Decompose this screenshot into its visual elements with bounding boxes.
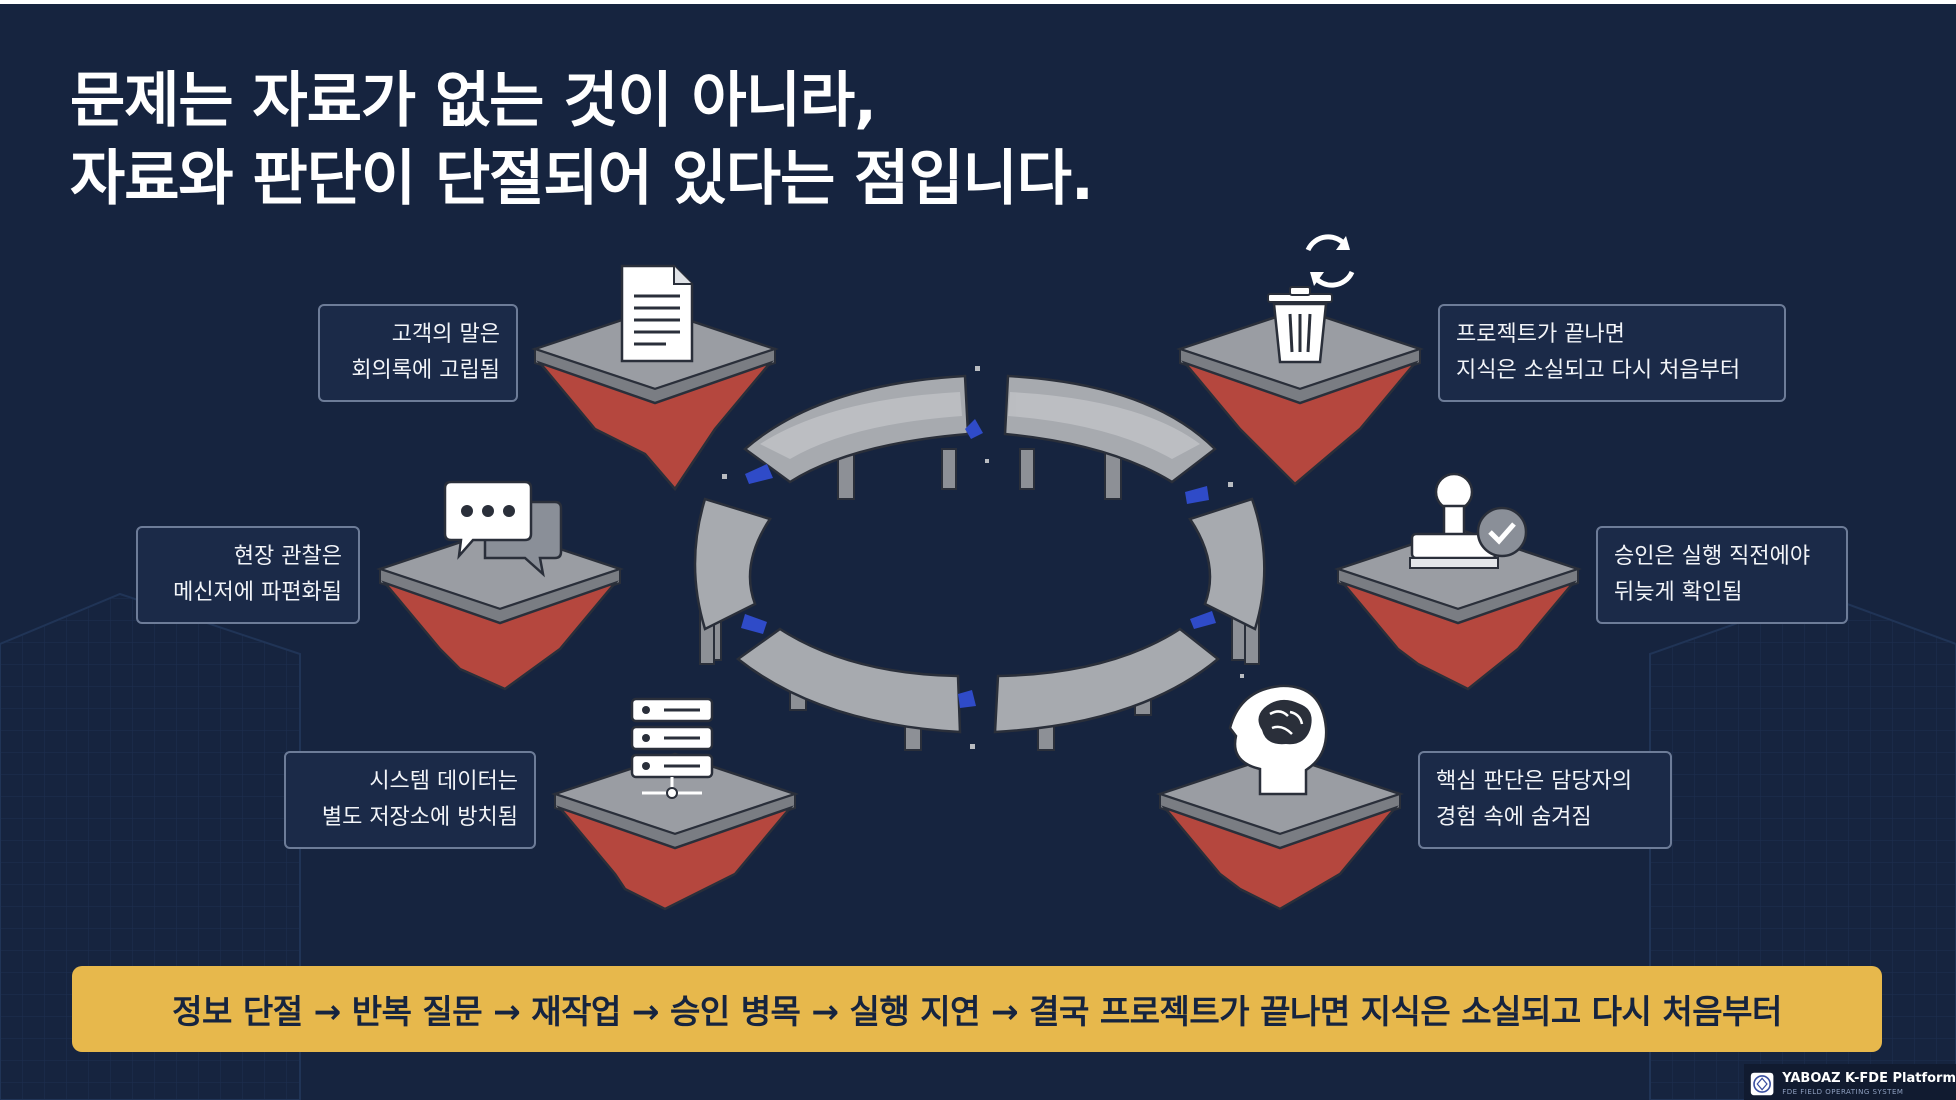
label-line-1: 승인은 실행 직전에야	[1614, 544, 1811, 569]
chat-bubble-icon	[443, 480, 563, 578]
label-line-1: 현장 관찰은	[233, 544, 342, 569]
label-line-2: 회의록에 고립됨	[351, 358, 500, 383]
title-line-2: 자료와 판단이 단절되어 있다는 점입니다.	[70, 144, 1094, 214]
label-project-end: 프로젝트가 끝나면 지식은 소실되고 다시 처음부터	[1438, 304, 1786, 402]
label-field-observation: 현장 관찰은 메신저에 파편화됨	[136, 526, 360, 624]
platform-badge: YABOAZ K-FDE Platform FDE FIELD OPERATIN…	[1744, 1064, 1956, 1100]
title-line-1: 문제는 자료가 없는 것이 아니라,	[70, 66, 877, 136]
label-line-2: 경험 속에 숨겨짐	[1436, 805, 1592, 830]
label-line-1: 프로젝트가 끝나면	[1456, 322, 1625, 347]
head-brain-icon	[1228, 684, 1328, 796]
platform-6	[1156, 752, 1404, 911]
page-title: 문제는 자료가 없는 것이 아니라, 자료와 판단이 단절되어 있다는 점입니다…	[70, 62, 1094, 218]
label-line-1: 핵심 판단은 담당자의	[1436, 769, 1633, 794]
label-line-2: 지식은 소실되고 다시 처음부터	[1456, 358, 1741, 383]
summary-banner: 정보 단절 → 반복 질문 → 재작업 → 승인 병목 → 실행 지연 → 결국…	[72, 966, 1882, 1052]
label-line-2: 메신저에 파편화됨	[173, 580, 342, 605]
label-approval: 승인은 실행 직전에야 뒤늦게 확인됨	[1596, 526, 1848, 624]
label-key-judgment: 핵심 판단은 담당자의 경험 속에 숨겨짐	[1418, 751, 1672, 849]
label-system-data: 시스템 데이터는 별도 저장소에 방치됨	[284, 751, 536, 849]
trash-recycle-icon	[1267, 234, 1355, 364]
stamp-approval-icon	[1409, 472, 1528, 569]
label-line-1: 고객의 말은	[391, 322, 500, 347]
label-line-2: 뒤늦게 확인됨	[1614, 580, 1743, 605]
label-line-2: 별도 저장소에 방치됨	[321, 805, 518, 830]
label-line-1: 시스템 데이터는	[369, 769, 518, 794]
document-icon	[620, 264, 694, 363]
banner-text: 정보 단절 → 반복 질문 → 재작업 → 승인 병목 → 실행 지연 → 결국…	[172, 992, 1782, 1031]
slide: 문제는 자료가 없는 것이 아니라, 자료와 판단이 단절되어 있다는 점입니다…	[0, 4, 1956, 1100]
server-icon	[630, 697, 714, 799]
broken-ring-bridge	[693, 366, 1266, 751]
platform-subtitle: FDE FIELD OPERATING SYSTEM	[1782, 1088, 1904, 1096]
platform-logo-icon	[1750, 1072, 1774, 1096]
label-customer-voice: 고객의 말은 회의록에 고립됨	[318, 304, 518, 402]
platform-name: YABOAZ K-FDE Platform	[1782, 1071, 1956, 1086]
